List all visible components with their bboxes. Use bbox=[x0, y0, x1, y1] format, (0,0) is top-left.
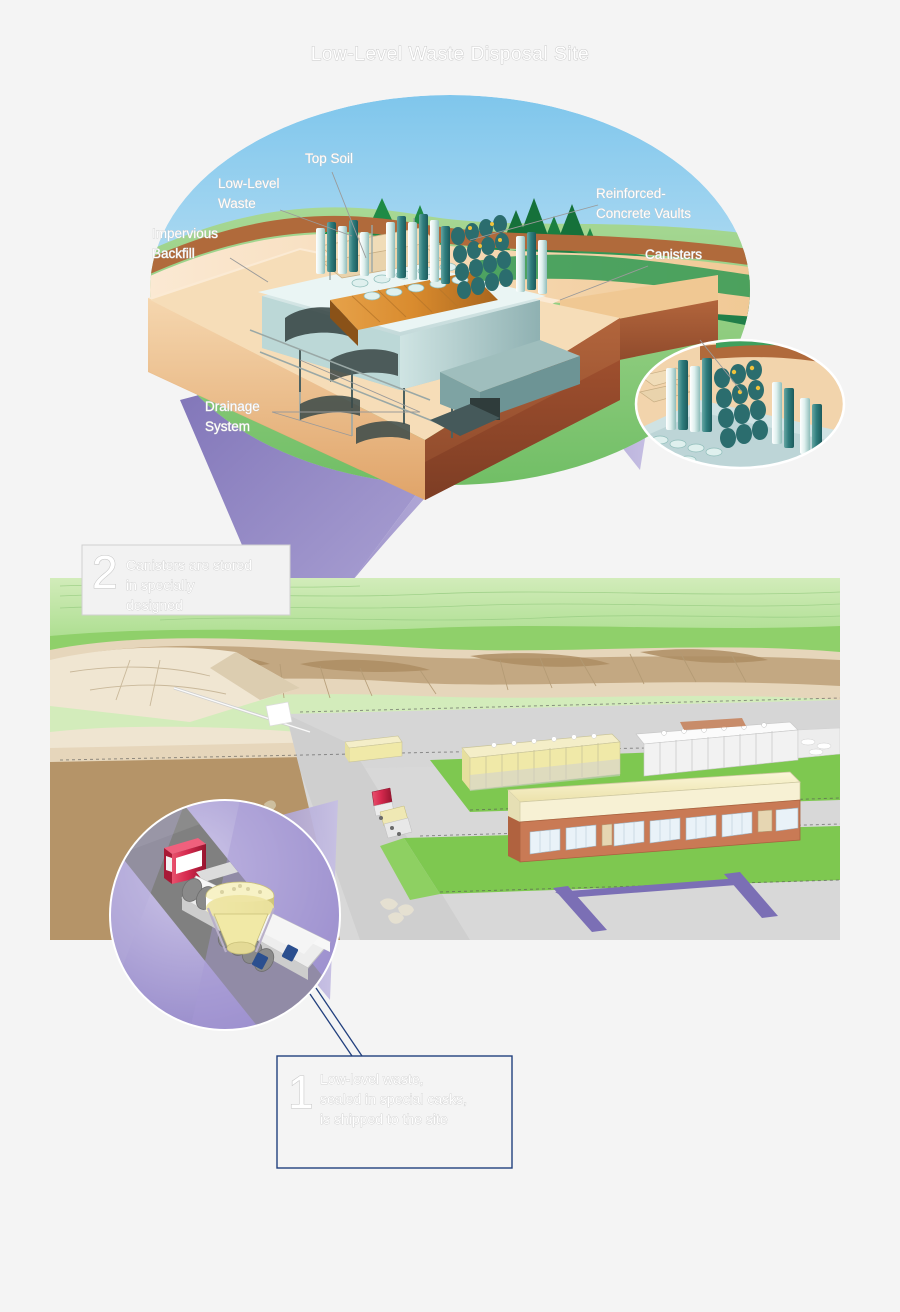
callout-2-number: 2 bbox=[92, 546, 118, 598]
label-impervious-backfill-line1: Impervious bbox=[152, 226, 218, 241]
callout-2-line1: Canisters are stored bbox=[126, 557, 252, 573]
label-low-level-waste-line1: Low-Level bbox=[218, 176, 280, 191]
callout-2-line3: designed bbox=[126, 597, 183, 613]
cutaway-labels: Top Soil Low-Level Waste Impervious Back… bbox=[152, 151, 703, 435]
canister-stacks bbox=[316, 214, 547, 299]
vault-pad-cluster-1 bbox=[461, 733, 621, 791]
vault-structure bbox=[150, 214, 620, 500]
label-low-level-waste-line2: Waste bbox=[218, 196, 256, 211]
callout-1-line2: sealed in special casks, bbox=[320, 1091, 467, 1107]
label-reinforced-concrete-vaults-line1: Reinforced- bbox=[596, 186, 666, 201]
vault-pad-cluster-2 bbox=[635, 718, 840, 777]
label-drainage-system-line1: Drainage bbox=[205, 399, 260, 414]
page-title: Low-Level Waste Disposal Site bbox=[311, 44, 590, 65]
callout-1-box[interactable] bbox=[276, 1055, 513, 1169]
administration-building bbox=[507, 771, 801, 863]
survey-marker bbox=[173, 686, 311, 734]
site-shed bbox=[344, 735, 403, 763]
road-markers bbox=[553, 872, 778, 932]
callout-1[interactable]: 1 Low-level waste, sealed in special cas… bbox=[276, 1055, 513, 1169]
shipping-cask-truck-detail bbox=[109, 799, 363, 1057]
callout-1-line1: Low-level waste, bbox=[320, 1071, 424, 1087]
label-canisters: Canisters bbox=[645, 247, 702, 262]
vault-canisters-detail bbox=[634, 338, 846, 470]
cutaway-leader-lines bbox=[229, 171, 649, 437]
callout-1-number: 1 bbox=[288, 1066, 314, 1118]
label-top-soil: Top Soil bbox=[305, 151, 353, 166]
top-soil-band bbox=[150, 215, 750, 274]
callout-2[interactable]: 2 Canisters are stored in specially desi… bbox=[81, 544, 291, 616]
vault-machinery bbox=[430, 340, 580, 436]
truck-cab bbox=[164, 838, 238, 884]
site-truck bbox=[371, 787, 413, 839]
callout-1-line3: is shipped to the site bbox=[320, 1111, 448, 1127]
label-drainage-system-line2: System bbox=[205, 419, 250, 434]
label-reinforced-concrete-vaults-line2: Concrete Vaults bbox=[596, 206, 691, 221]
callout-2-box[interactable] bbox=[81, 544, 291, 616]
label-impervious-backfill-line2: Backfill bbox=[152, 246, 195, 261]
callout-2-line2: in specially bbox=[126, 577, 194, 593]
shipping-cask bbox=[205, 881, 276, 955]
